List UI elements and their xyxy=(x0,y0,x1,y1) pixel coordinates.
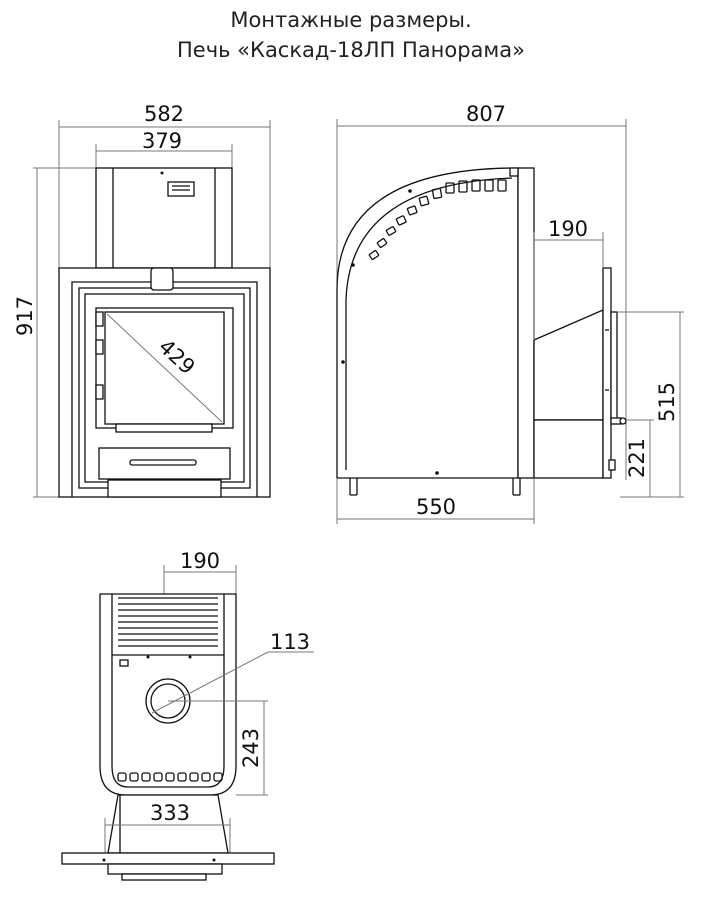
dim-base-depth: 550 xyxy=(416,495,456,519)
dim-side-depth: 807 xyxy=(466,102,506,126)
drawing-title-line2: Печь «Каскад-18ЛП Панорама» xyxy=(177,38,525,62)
dim-rear-flue-offset: 190 xyxy=(180,549,220,573)
dim-flue-height: 243 xyxy=(239,728,263,768)
dim-front-height: 917 xyxy=(13,296,37,336)
side-vent-slots xyxy=(368,179,507,261)
side-view: 807 xyxy=(336,102,684,524)
dim-front-width: 582 xyxy=(144,102,184,126)
dim-base-width: 333 xyxy=(150,801,190,825)
drawing-title-line1: Монтажные размеры. xyxy=(230,8,472,32)
dim-side-flue-offset: 190 xyxy=(548,217,588,241)
rear-bottom-vents xyxy=(117,772,223,782)
dim-chimney-width: 379 xyxy=(142,129,182,153)
dim-flue-diameter: 113 xyxy=(270,630,310,654)
dim-outlet-height: 515 xyxy=(655,382,679,422)
rear-view: 190 113 243 xyxy=(61,549,314,881)
rear-grille xyxy=(118,597,218,647)
front-view: 582 379 917 429 xyxy=(13,102,271,498)
dim-inlet-height: 221 xyxy=(625,438,649,478)
